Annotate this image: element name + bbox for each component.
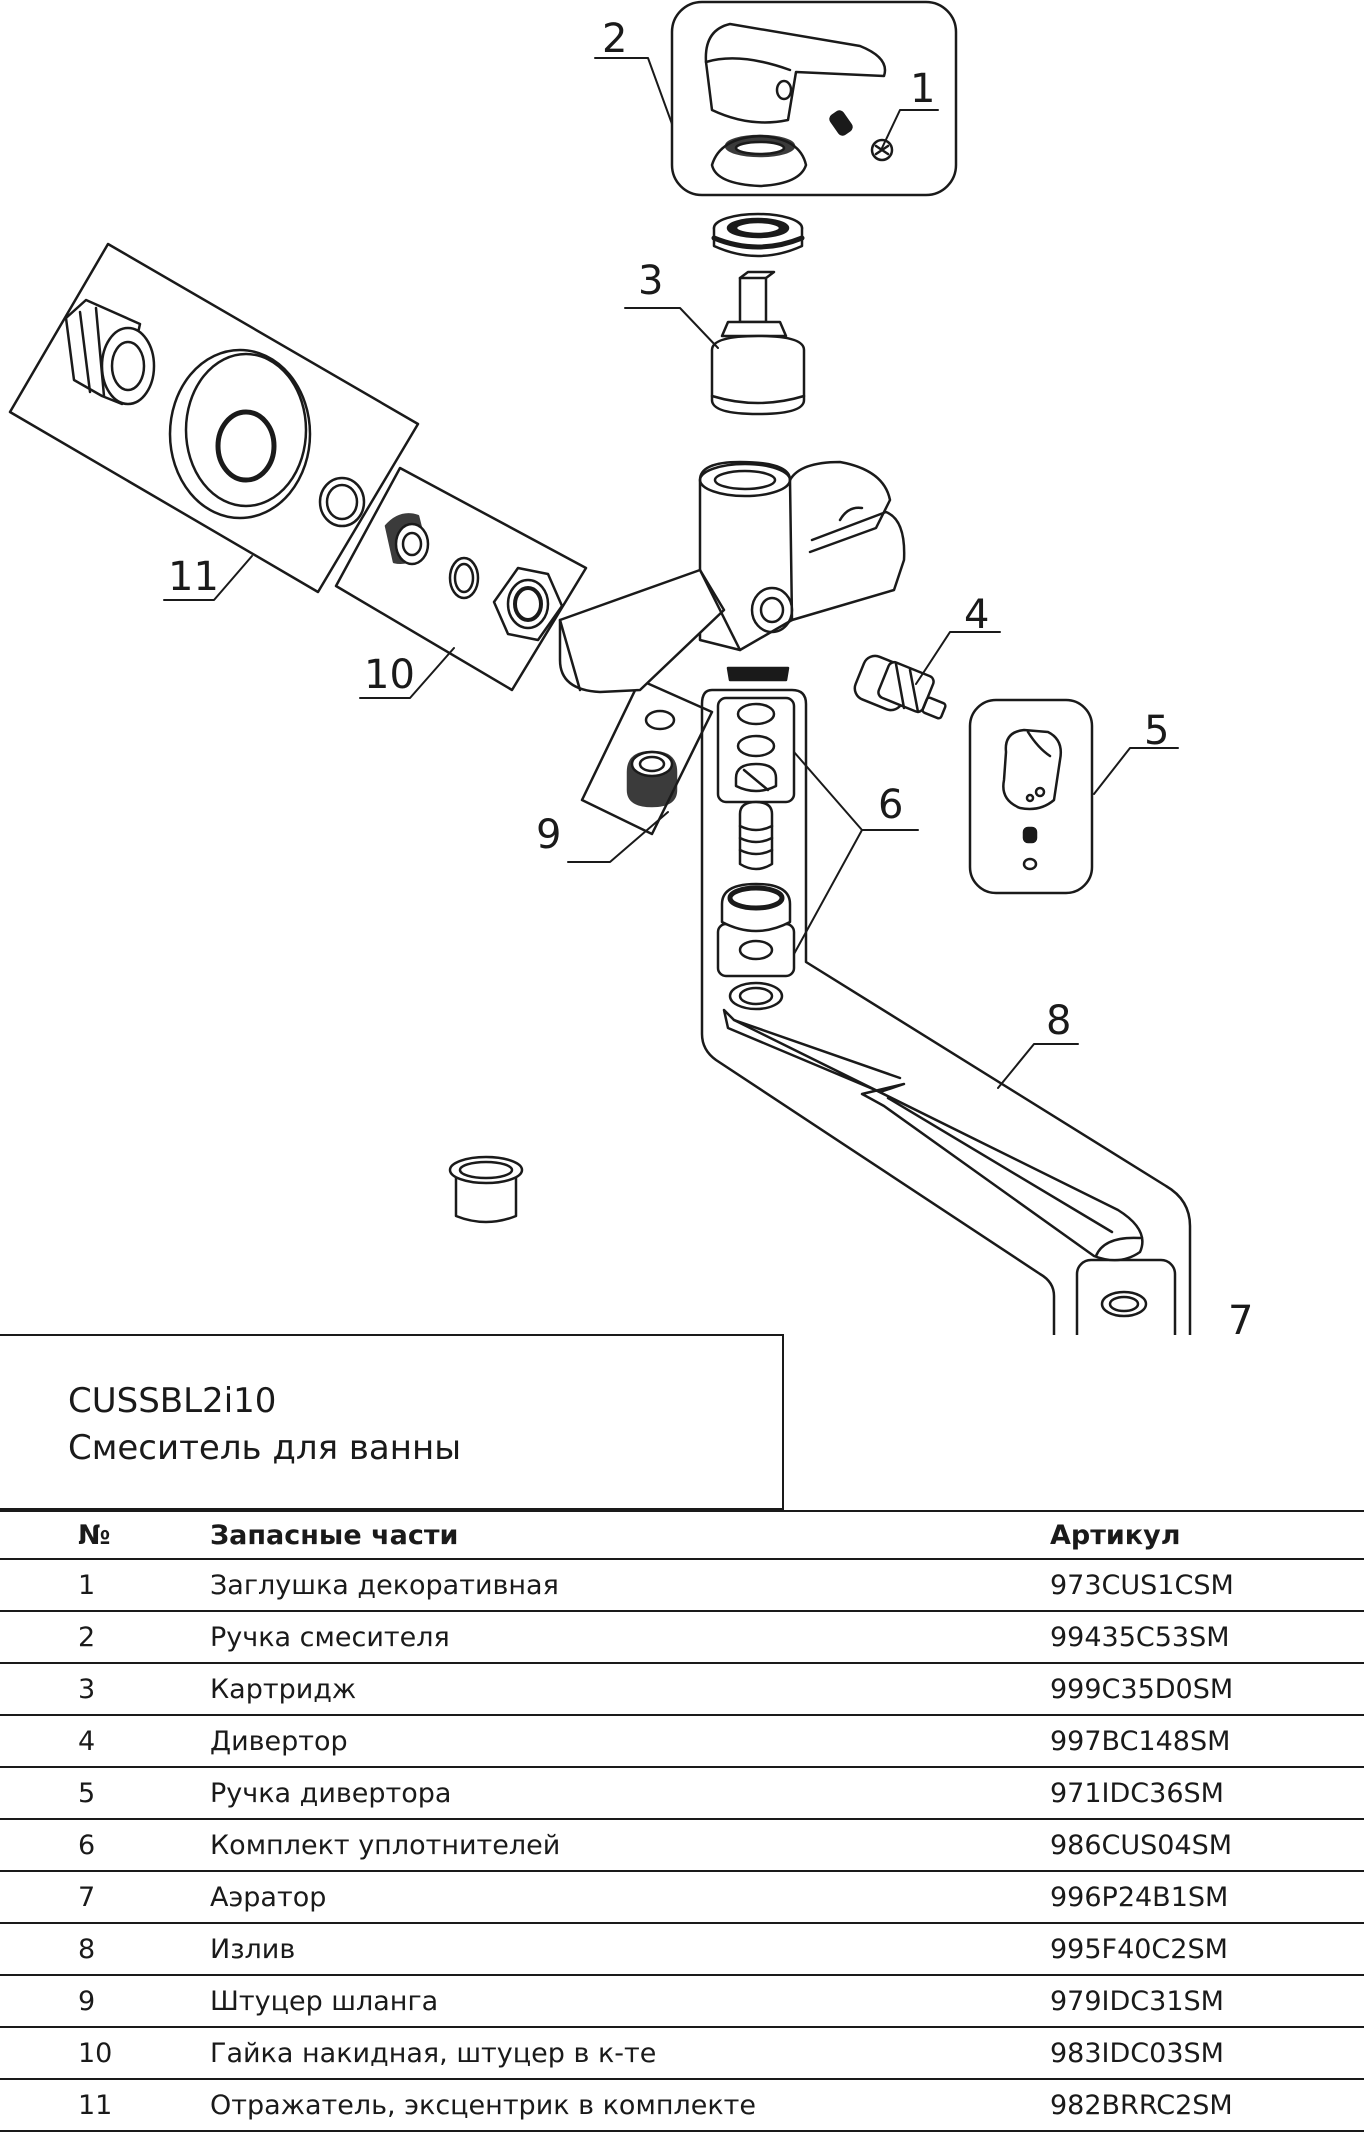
callout-2: 2 (602, 16, 627, 62)
cell-number: 9 (0, 1974, 210, 2028)
part-cartridge-nut (711, 212, 805, 258)
title-block: CUSSBL2i10 Смеситель для ванны (0, 1334, 784, 1510)
group-frame-handle (670, 0, 958, 197)
cell-sku: 982BRRC2SM (1050, 2078, 1364, 2132)
part-diverter (853, 654, 947, 720)
group-frame-hose-fitting (580, 678, 714, 836)
part-mixer-body (558, 460, 906, 694)
part-diverter-handle (1002, 728, 1062, 871)
product-name: Смеситель для ванны (68, 1428, 462, 1468)
callout-8: 8 (1046, 998, 1071, 1044)
cell-sku: 979IDC31SM (1050, 1974, 1364, 2028)
cell-number: 2 (0, 1610, 210, 1664)
model-number: CUSSBL2i10 (68, 1381, 277, 1421)
part-aerator (1100, 1290, 1148, 1318)
cell-number: 1 (0, 1558, 210, 1612)
group-frame-deflector (8, 242, 420, 594)
cell-part-name: Картридж (210, 1662, 1050, 1716)
part-sleeve (448, 1155, 524, 1224)
cell-part-name: Излив (210, 1922, 1050, 1976)
group-frame-spout-seals (700, 688, 1192, 1335)
cell-sku: 973CUS1CSM (1050, 1558, 1364, 1612)
cell-sku: 986CUS04SM (1050, 1818, 1364, 1872)
header-sku: Артикул (1050, 1510, 1364, 1560)
callout-3: 3 (638, 258, 663, 304)
cell-number: 3 (0, 1662, 210, 1716)
cell-part-name: Ручка дивертора (210, 1766, 1050, 1820)
cell-part-name: Ручка смесителя (210, 1610, 1050, 1664)
cell-number: 7 (0, 1870, 210, 1924)
group-frame-nut (334, 466, 588, 692)
cell-sku: 971IDC36SM (1050, 1766, 1364, 1820)
cell-part-name: Аэратор (210, 1870, 1050, 1924)
cell-sku: 997BC148SM (1050, 1714, 1364, 1768)
table-header-row: № Запасные части Артикул (0, 1510, 1364, 1560)
header-part-name: Запасные части (210, 1510, 1050, 1560)
callout-7: 7 (1228, 1298, 1253, 1335)
part-hose-fitting (626, 709, 678, 808)
part-decorative-plug (829, 110, 894, 162)
callout-4: 4 (964, 592, 989, 638)
group-frame-seals-upper (716, 696, 796, 804)
group-frame-diverter-handle (968, 698, 1094, 895)
part-ring (318, 476, 366, 528)
cell-number: 4 (0, 1714, 210, 1768)
cell-number: 8 (0, 1922, 210, 1976)
cell-sku: 983IDC03SM (1050, 2026, 1364, 2080)
cell-sku: 995F40C2SM (1050, 1922, 1364, 1976)
part-cartridge (710, 270, 806, 416)
cell-number: 6 (0, 1818, 210, 1872)
part-nut-fitting (384, 513, 564, 642)
header-number: № (0, 1510, 210, 1560)
cell-sku: 99435C53SM (1050, 1610, 1364, 1664)
cell-part-name: Отражатель, эксцентрик в комплекте (210, 2078, 1050, 2132)
part-handle (704, 22, 887, 188)
cell-number: 11 (0, 2078, 210, 2132)
callout-11: 11 (168, 554, 219, 600)
cell-part-name: Штуцер шланга (210, 1974, 1050, 2028)
cell-number: 5 (0, 1766, 210, 1820)
exploded-view-diagram: 1 2 3 4 5 6 7 8 9 10 11 (8, 0, 1253, 1335)
cell-part-name: Заглушка декоративная (210, 1558, 1050, 1612)
cell-number: 10 (0, 2026, 210, 2080)
cell-sku: 999C35D0SM (1050, 1662, 1364, 1716)
callout-9: 9 (536, 812, 561, 858)
cell-sku: 996P24B1SM (1050, 1870, 1364, 1924)
cell-part-name: Комплект уплотнителей (210, 1818, 1050, 1872)
part-spout (722, 1008, 1144, 1262)
callout-1: 1 (910, 66, 935, 112)
part-deflector (64, 298, 312, 520)
part-seal-set (720, 702, 792, 1011)
leader-lines (163, 57, 1179, 1089)
callout-6: 6 (878, 782, 903, 828)
callout-5: 5 (1144, 708, 1169, 754)
callout-10: 10 (364, 652, 415, 698)
cell-part-name: Дивертор (210, 1714, 1050, 1768)
group-frame-aerator (1075, 1258, 1177, 1335)
cell-part-name: Гайка накидная, штуцер в к-те (210, 2026, 1050, 2080)
